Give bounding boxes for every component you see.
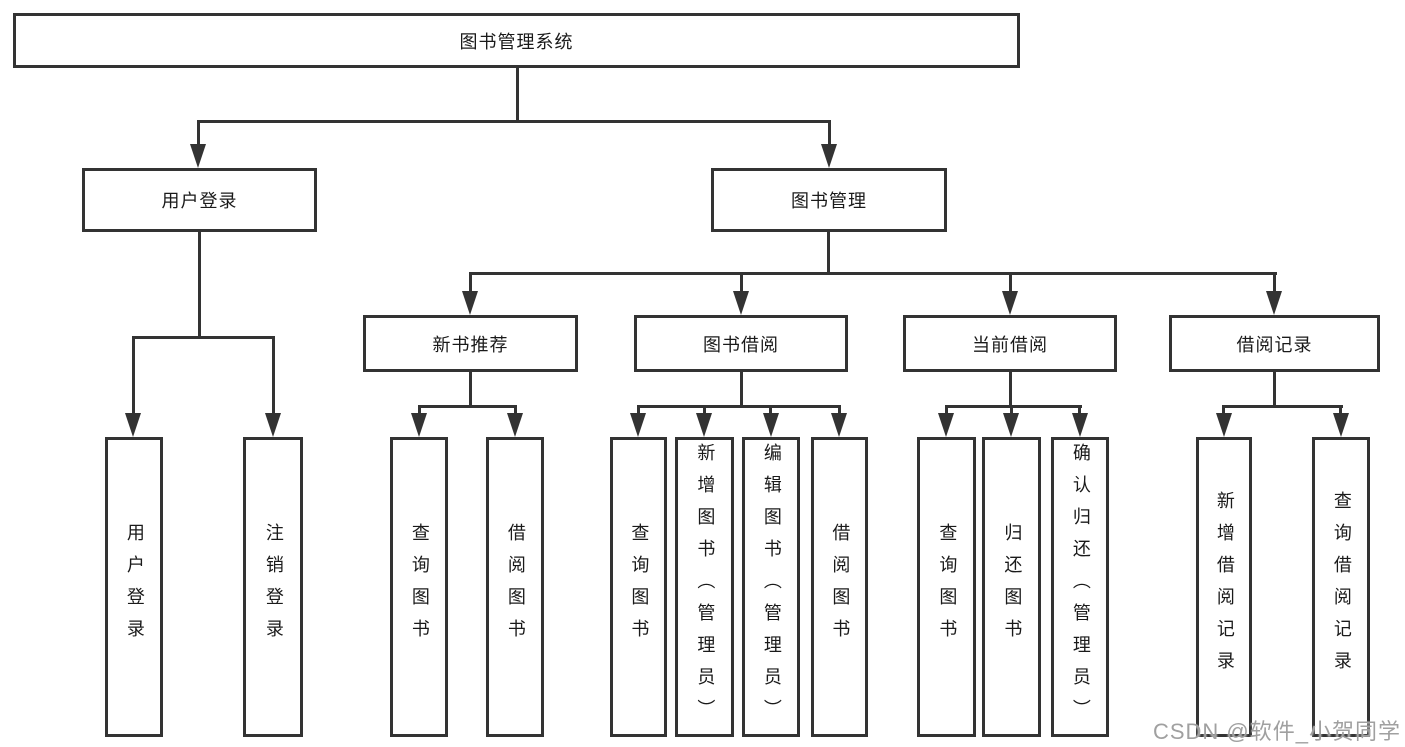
node-borrow: 图书借阅 [634,315,848,372]
arrowhead-to-records [1266,291,1282,315]
node-br-query: 查询借阅记录 [1312,437,1370,737]
node-ul-login-label: 用户登录 [124,523,145,651]
edge-root-fork [197,120,831,123]
node-root-label: 图书管理系统 [459,31,574,52]
edge-drop-book-mgmt [828,120,831,148]
edge-drop-br-add [1222,405,1225,415]
node-br-query-label: 查询借阅记录 [1331,491,1352,683]
node-book-mgmt: 图书管理 [711,168,947,232]
edge-root-stem [516,68,519,120]
arrowhead-to-ul-login [125,413,141,437]
node-book-mgmt-label: 图书管理 [791,191,867,211]
edge-current-stem [1009,372,1012,405]
node-bb-query: 查询图书 [610,437,667,737]
node-records-label: 借阅记录 [1236,334,1313,355]
arrowhead-to-current [1002,291,1018,315]
node-br-add: 新增借阅记录 [1196,437,1252,737]
node-nbr-borrow-label: 借阅图书 [505,523,526,651]
node-new-rec-label: 新书推荐 [432,334,509,355]
edge-drop-nbr-query [418,405,421,415]
node-bb-add-label: 新增图书（管理员） [695,443,716,731]
arrowhead-to-cb-query [938,413,954,437]
edge-book-mgmt-fork [469,272,1277,275]
node-ul-logout-label: 注销登录 [263,523,284,651]
edge-new-rec-stem [469,372,472,405]
node-bb-borrow: 借阅图书 [811,437,868,737]
edge-drop-br-query [1339,405,1342,415]
arrowhead-to-br-add [1216,413,1232,437]
node-current: 当前借阅 [903,315,1117,372]
edge-drop-nbr-borrow [514,405,517,415]
arrowhead-to-book-mgmt [821,144,837,168]
node-cb-return: 归还图书 [982,437,1041,737]
edge-drop-user-login [197,120,200,148]
node-cb-return-label: 归还图书 [1002,523,1023,651]
node-cb-query: 查询图书 [917,437,976,737]
arrowhead-to-cb-return [1003,413,1019,437]
node-bb-query-label: 查询图书 [629,523,650,651]
node-user-login-label: 用户登录 [161,191,238,211]
node-ul-logout: 注销登录 [243,437,303,737]
arrowhead-to-nbr-query [411,413,427,437]
node-ul-login: 用户登录 [105,437,163,737]
edge-borrow-stem [740,372,743,405]
edge-user-login-fork [132,336,275,339]
arrowhead-to-br-query [1333,413,1349,437]
edge-drop-ul-login [132,336,135,415]
edge-drop-new-rec [469,272,472,293]
edge-records-stem [1273,372,1276,405]
node-nbr-borrow: 借阅图书 [486,437,544,737]
node-cb-query-label: 查询图书 [937,523,958,651]
node-bb-edit-label: 编辑图书（管理员） [761,443,782,731]
arrowhead-to-user-login [190,144,206,168]
edge-drop-borrow [740,272,743,293]
arrowhead-to-new-rec [462,291,478,315]
arrowhead-to-bb-edit [763,413,779,437]
edge-drop-bb-borrow [838,405,841,415]
arrowhead-to-bb-add [696,413,712,437]
edge-borrow-fork [637,405,840,408]
edge-new-rec-fork [418,405,517,408]
edge-user-login-stem [198,232,201,336]
node-bb-add: 新增图书（管理员） [675,437,734,737]
node-records: 借阅记录 [1169,315,1380,372]
node-borrow-label: 图书借阅 [703,334,779,355]
arrowhead-to-cb-confirm [1072,413,1088,437]
node-root: 图书管理系统 [13,13,1020,68]
edge-drop-bb-add [703,405,706,415]
edge-book-mgmt-stem [827,232,830,272]
edge-drop-bb-edit [769,405,772,415]
node-nbr-query: 查询图书 [390,437,448,737]
node-br-add-label: 新增借阅记录 [1214,491,1235,683]
arrowhead-to-bb-borrow [831,413,847,437]
arrowhead-to-bb-query [630,413,646,437]
node-user-login: 用户登录 [82,168,317,232]
node-bb-borrow-label: 借阅图书 [830,523,851,651]
node-current-label: 当前借阅 [972,334,1048,355]
edge-drop-cb-return [1010,405,1013,415]
edge-drop-records [1273,272,1276,293]
edge-current-fork [945,405,1082,408]
node-bb-edit: 编辑图书（管理员） [742,437,800,737]
node-nbr-query-label: 查询图书 [409,523,430,651]
edge-drop-current [1009,272,1012,293]
node-cb-confirm-label: 确认归还（管理员） [1070,443,1091,731]
arrowhead-to-ul-logout [265,413,281,437]
edge-drop-bb-query [637,405,640,415]
edge-drop-cb-query [945,405,948,415]
edge-records-fork [1223,405,1343,408]
csdn-watermark: CSDN @软件_小贺同学 [1152,719,1401,744]
node-new-rec: 新书推荐 [363,315,578,372]
edge-drop-ul-logout [272,336,275,415]
arrowhead-to-borrow [733,291,749,315]
arrowhead-to-nbr-borrow [507,413,523,437]
node-cb-confirm: 确认归还（管理员） [1051,437,1109,737]
edge-drop-cb-confirm [1078,405,1081,415]
